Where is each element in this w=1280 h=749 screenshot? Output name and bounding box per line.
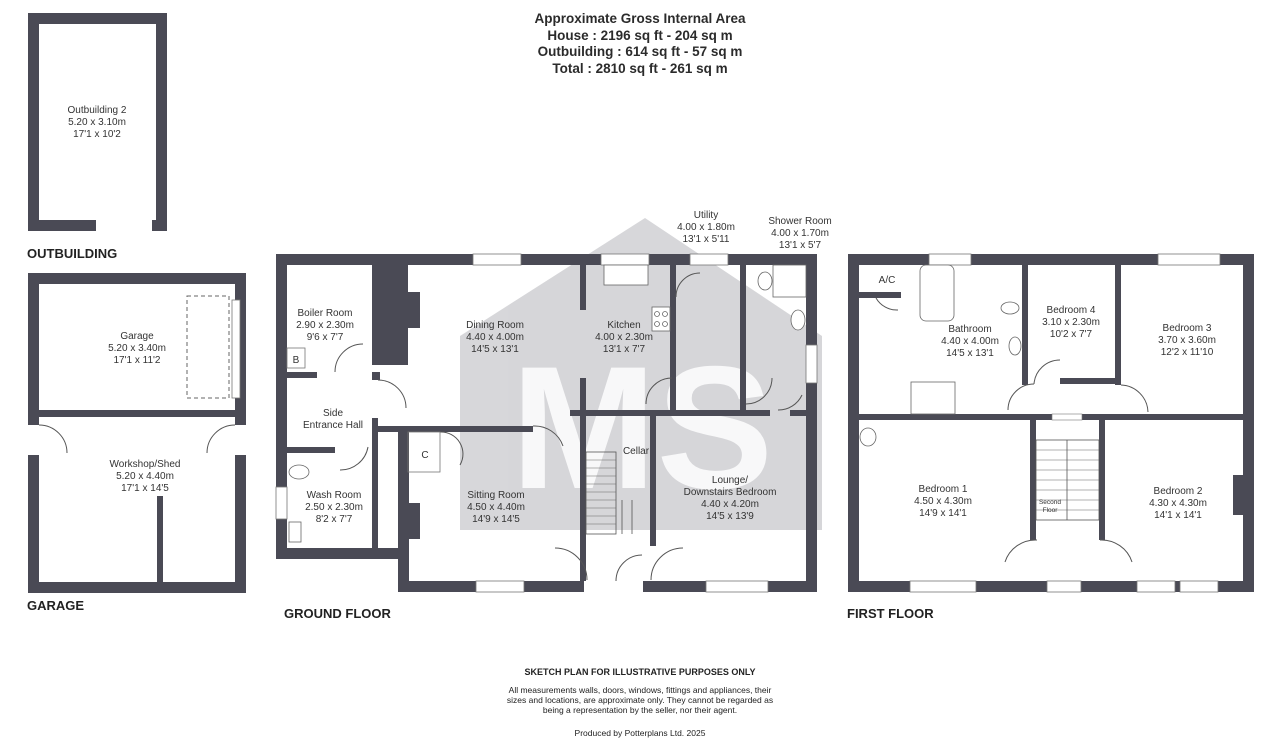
area-total: Total : 2810 sq ft - 261 sq m: [552, 60, 728, 76]
garage-metric: 5.20 x 3.40m: [108, 343, 166, 354]
kitchen-name: Kitchen: [607, 320, 640, 331]
utility-metric: 4.00 x 1.80m: [677, 222, 735, 233]
garage-name: Garage: [120, 331, 154, 342]
disclaimer-line-1: All measurements walls, doors, windows, …: [508, 685, 772, 695]
bedroom4-metric: 3.10 x 2.30m: [1042, 317, 1100, 328]
floor-label-first: FIRST FLOOR: [847, 606, 934, 621]
area-title: Approximate Gross Internal Area: [534, 11, 746, 26]
utility-name: Utility: [694, 210, 718, 221]
bathroom-name: Bathroom: [948, 324, 991, 335]
bedroom1-name: Bedroom 1: [919, 484, 968, 495]
bedroom4-name: Bedroom 4: [1047, 305, 1096, 316]
garage-imperial: 17'1 x 11'2: [113, 355, 160, 366]
area-outbuilding: Outbuilding : 614 sq ft - 57 sq m: [537, 44, 743, 59]
ground-floor-plan: [275, 253, 818, 593]
area-house: House : 2196 sq ft - 204 sq m: [547, 27, 733, 43]
second-floor-label-2: Floor: [1043, 507, 1059, 514]
bedroom3-imperial: 12'2 x 11'10: [1161, 347, 1214, 358]
floor-label-ground: GROUND FLOOR: [284, 606, 391, 621]
wash-room-imperial: 8'2 x 7'7: [316, 514, 353, 525]
boiler-room-imperial: 9'6 x 7'7: [307, 332, 344, 343]
dining-room-name: Dining Room: [466, 320, 524, 331]
kitchen-imperial: 13'1 x 7'7: [603, 344, 646, 355]
ac-label: A/C: [879, 275, 896, 286]
dining-room-imperial: 14'5 x 13'1: [471, 344, 519, 355]
disclaimer-line-3: being a representation by the seller, no…: [542, 705, 738, 715]
lounge-metric: 4.40 x 4.20m: [701, 499, 759, 510]
utility-imperial: 13'1 x 5'11: [682, 234, 729, 245]
wash-room-metric: 2.50 x 2.30m: [305, 502, 363, 513]
wash-room-name: Wash Room: [307, 490, 362, 501]
workshop-metric: 5.20 x 4.40m: [116, 471, 174, 482]
lounge-name-1: Lounge/: [712, 475, 748, 486]
garage-plan: [28, 273, 246, 593]
disclaimer-footer: SKETCH PLAN FOR ILLUSTRATIVE PURPOSES ON…: [470, 667, 810, 738]
bedroom2-name: Bedroom 2: [1154, 486, 1203, 497]
bedroom4-imperial: 10'2 x 7'7: [1050, 329, 1093, 340]
bedroom1-imperial: 14'9 x 14'1: [919, 508, 967, 519]
outbuilding-plan: [28, 13, 167, 231]
outbuilding2-metric: 5.20 x 3.10m: [68, 117, 126, 128]
bedroom3-name: Bedroom 3: [1163, 323, 1212, 334]
side-hall-label-1: Side: [323, 408, 343, 419]
kitchen-metric: 4.00 x 2.30m: [595, 332, 653, 343]
cellar-label: Cellar: [623, 446, 650, 457]
dining-room-metric: 4.40 x 4.00m: [466, 332, 524, 343]
second-floor-label-1: Second: [1039, 499, 1061, 506]
disclaimer-line-2: sizes and locations, are approximate onl…: [506, 695, 774, 705]
lounge-name-2: Downstairs Bedroom: [684, 487, 777, 498]
shower-room-name: Shower Room: [768, 216, 831, 227]
bathroom-imperial: 14'5 x 13'1: [946, 348, 994, 359]
watermark-letters: MS: [511, 331, 774, 526]
bedroom2-metric: 4.30 x 4.30m: [1149, 498, 1207, 509]
producer-credit: Produced by Potterplans Ltd. 2025: [574, 728, 706, 738]
floor-label-garage: GARAGE: [27, 598, 84, 613]
shower-room-imperial: 13'1 x 5'7: [779, 240, 822, 251]
lounge-imperial: 14'5 x 13'9: [706, 511, 754, 522]
bedroom1-metric: 4.50 x 4.30m: [914, 496, 972, 507]
side-hall-label-2: Entrance Hall: [303, 420, 363, 431]
sitting-room-name: Sitting Room: [467, 490, 524, 501]
disclaimer-title: SKETCH PLAN FOR ILLUSTRATIVE PURPOSES ON…: [524, 667, 756, 677]
area-summary: Approximate Gross Internal Area House : …: [440, 11, 840, 77]
bathroom-metric: 4.40 x 4.00m: [941, 336, 999, 347]
outbuilding2-name: Outbuilding 2: [68, 105, 127, 116]
first-floor-plan: [848, 253, 1254, 593]
boiler-room-name: Boiler Room: [297, 308, 352, 319]
bedroom3-metric: 3.70 x 3.60m: [1158, 335, 1216, 346]
bedroom2-imperial: 14'1 x 14'1: [1154, 510, 1202, 521]
watermark-logo: MS: [460, 218, 822, 530]
boiler-room-metric: 2.90 x 2.30m: [296, 320, 354, 331]
floor-label-outbuilding: OUTBUILDING: [27, 246, 117, 261]
sitting-room-imperial: 14'9 x 14'5: [472, 514, 520, 525]
cupboard-label: C: [421, 450, 428, 461]
outbuilding2-imperial: 17'1 x 10'2: [73, 129, 121, 140]
workshop-imperial: 17'1 x 14'5: [121, 483, 169, 494]
sitting-room-metric: 4.50 x 4.40m: [467, 502, 525, 513]
workshop-name: Workshop/Shed: [110, 459, 181, 470]
boiler-b-label: B: [293, 355, 300, 366]
shower-room-metric: 4.00 x 1.70m: [771, 228, 829, 239]
